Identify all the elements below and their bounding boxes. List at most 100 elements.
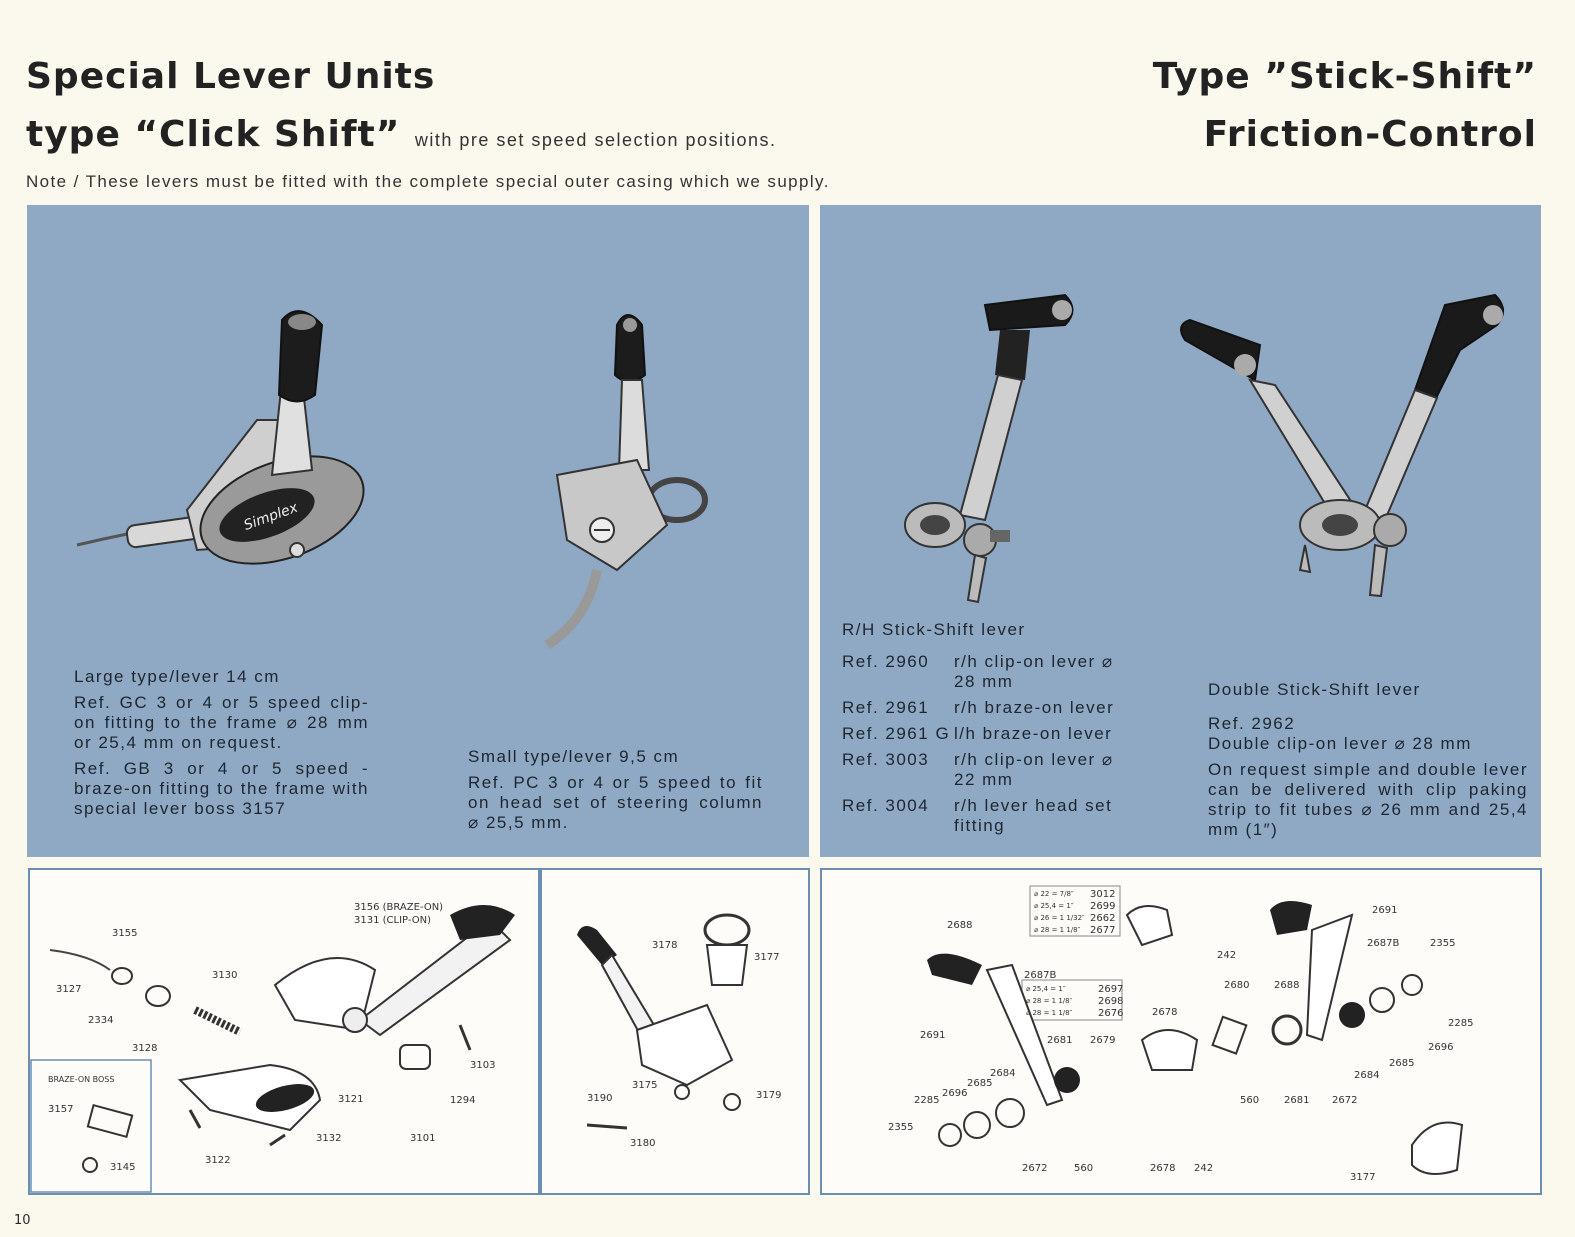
part-label: 2285	[1448, 1018, 1474, 1029]
part-label: 2285	[914, 1095, 940, 1106]
rh-ref-row: Ref. 2960 r/h clip-on lever ⌀ 28 mm	[842, 652, 1172, 692]
part-label: 3145	[110, 1162, 136, 1173]
part-label: 2696	[942, 1088, 968, 1099]
left-title-line1: Special Lever Units	[26, 56, 436, 97]
part-label: 3128	[132, 1043, 158, 1054]
dim-table-ref: 2676	[1098, 1008, 1124, 1019]
small-lever-para1: Ref. PC 3 or 4 or 5 speed to fit on head…	[468, 773, 763, 832]
part-label: 3130	[212, 970, 238, 981]
part-label: 2672	[1332, 1095, 1358, 1106]
part-label: 3121	[338, 1094, 364, 1105]
rh-ref-2960: Ref. 2960	[842, 652, 930, 671]
part-label: 2681	[1047, 1035, 1073, 1046]
large-lever-illustration: Simplex	[76, 310, 365, 565]
click-shift-exploded-diagram: 3155 3127 2334 3128 3130 3156 (BRAZE-ON)…	[28, 868, 540, 1195]
large-lever-description: Large type/lever 14 cm Ref. GC 3 or 4 or…	[74, 667, 369, 825]
rh-heading: R/H Stick-Shift lever	[842, 620, 1026, 639]
rh-stick-shift-description: R/H Stick-Shift lever Ref. 2960 r/h clip-…	[842, 620, 1172, 842]
part-label: 2685	[967, 1078, 993, 1089]
part-label: 3177	[1350, 1172, 1376, 1183]
part-label: 2334	[88, 1015, 114, 1026]
part-label: 2691	[920, 1030, 946, 1041]
part-label: 3157	[48, 1104, 74, 1115]
exploded-view-drawing	[577, 913, 751, 1130]
part-label: 3156 (BRAZE-ON)	[354, 902, 444, 913]
stick-shift-exploded-diagram: ⌀ 22 = 7/8″ 3012 ⌀ 25,4 = 1″ 2699 ⌀ 26 = 1…	[820, 868, 1542, 1195]
dim-table-ref: 3012	[1090, 889, 1116, 900]
part-label: 3190	[587, 1093, 613, 1104]
large-lever-para1: Ref. GC 3 or 4 or 5 speed clip-on fittin…	[74, 693, 369, 752]
part-label: 2688	[1274, 980, 1300, 991]
part-label: 3131 (CLIP-ON)	[354, 915, 431, 926]
part-label: 2678	[1150, 1163, 1176, 1174]
page-number: 10	[14, 1213, 31, 1228]
right-title-line2: Friction-Control	[1203, 114, 1537, 155]
part-label: 3175	[632, 1080, 658, 1091]
dim-table: ⌀ 25,4 = 1″	[1026, 985, 1066, 993]
part-label: 3180	[630, 1138, 656, 1149]
small-lever-description: Small type/lever 9,5 cm Ref. PC 3 or 4 o…	[468, 747, 763, 839]
rh-ref-row: Ref. 3003 r/h clip-on lever ⌀ 22 mm	[842, 750, 1172, 790]
click-shift-panel: Simplex Large type/lever 14 cm Ref. GC 3…	[27, 205, 809, 857]
dim-table-ref: 2698	[1098, 996, 1124, 1007]
dim-table: ⌀ 25,4 = 1″	[1034, 902, 1074, 910]
small-lever-exploded-diagram: 3178 3177 3175 3179 3190 3180	[540, 868, 810, 1195]
part-label: 2355	[1430, 938, 1456, 949]
left-title-line2-group: type “Click Shift” with pre set speed se…	[26, 114, 777, 155]
double-ref: Ref. 2962	[1208, 714, 1296, 733]
part-label: 2687B	[1367, 938, 1400, 949]
small-lever-heading: Small type/lever 9,5 cm	[468, 747, 680, 766]
part-label: 3178	[652, 940, 678, 951]
dim-table-ref: 2699	[1090, 901, 1116, 912]
double-stick-shift-description: Double Stick-Shift lever Ref. 2962 Doubl…	[1208, 680, 1528, 846]
rh-desc-3003: r/h clip-on lever ⌀ 22 mm	[954, 750, 1114, 789]
part-label: 2679	[1090, 1035, 1116, 1046]
part-label: 1294	[450, 1095, 476, 1106]
part-label: 2696	[1428, 1042, 1454, 1053]
part-label: 2684	[1354, 1070, 1380, 1081]
rh-ref-3003: Ref. 3003	[842, 750, 930, 769]
part-label: 3155	[112, 928, 138, 939]
dim-table: ⌀ 26 = 1 1/32″	[1034, 914, 1085, 922]
part-label: 2688	[947, 920, 973, 931]
dim-table: ⌀ 28 = 1 1/8″	[1026, 997, 1073, 1005]
rh-ref-3004: Ref. 3004	[842, 796, 930, 815]
right-title-line1: Type ”Stick-Shift”	[1152, 56, 1537, 97]
double-para: On request simple and double lever can b…	[1208, 760, 1528, 839]
part-label: 3132	[316, 1133, 342, 1144]
left-title-suffix: with pre set speed selection positions.	[414, 130, 777, 150]
rh-desc-2961: r/h braze-on lever	[954, 698, 1115, 717]
part-label: 3103	[470, 1060, 496, 1071]
part-label: 3101	[410, 1133, 436, 1144]
dim-table-ref: 2677	[1090, 925, 1116, 936]
rh-ref-row: Ref. 3004 r/h lever head set fitting	[842, 796, 1172, 836]
dim-table: ⌀ 22 = 7/8″	[1034, 890, 1074, 898]
part-label: 2672	[1022, 1163, 1048, 1174]
braze-on-boss-label: BRAZE-ON BOSS	[48, 1075, 115, 1084]
rh-desc-2960: r/h clip-on lever ⌀ 28 mm	[954, 652, 1114, 691]
part-label: 242	[1217, 950, 1237, 961]
part-label: 2355	[888, 1122, 914, 1133]
exploded-view-drawing	[927, 885, 1464, 1175]
dim-table-ref: 2697	[1098, 984, 1124, 995]
dim-table: ⌀ 28 = 1 1/8″	[1026, 1009, 1073, 1017]
large-lever-para2: Ref. GB 3 or 4 or 5 speed - braze-on fit…	[74, 759, 369, 818]
part-label: 2687B	[1024, 970, 1057, 981]
left-title-line2: type “Click Shift”	[26, 114, 401, 155]
double-desc: Double clip-on lever ⌀ 28 mm	[1208, 734, 1472, 753]
part-label: 3177	[754, 952, 780, 963]
rh-stick-shift-illustration	[904, 293, 1074, 604]
double-stick-shift-illustration	[1180, 293, 1504, 598]
part-label: 2681	[1284, 1095, 1310, 1106]
part-label: 3179	[756, 1090, 782, 1101]
rh-ref-2961g: Ref. 2961 G	[842, 724, 951, 743]
dim-table: ⌀ 28 = 1 1/8″	[1034, 926, 1081, 934]
large-lever-heading: Large type/lever 14 cm	[74, 667, 280, 686]
part-label: 242	[1194, 1163, 1214, 1174]
small-lever-illustration	[544, 314, 708, 650]
rh-desc-2961g: l/h braze-on lever	[954, 724, 1113, 743]
part-label: 2691	[1372, 905, 1398, 916]
rh-desc-3004: r/h lever head set fitting	[954, 796, 1113, 835]
